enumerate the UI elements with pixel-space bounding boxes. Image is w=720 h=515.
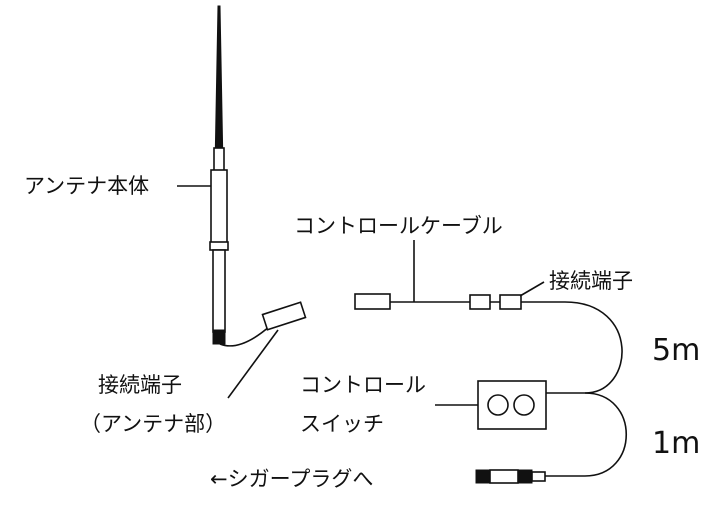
cigar-plug-label: ←シガープラグへ [210,467,373,491]
cigar-plug-end [531,471,546,482]
length-5m-label: 5m [652,333,700,368]
cable-1m [545,392,628,477]
antenna [177,5,229,345]
cigar-plug-body [489,469,519,484]
length-1m-label: 1m [652,426,700,461]
antenna-body-tube [210,169,228,247]
control-switch [435,380,585,430]
control-switch-label-line2: スイッチ [300,412,384,436]
antenna-connector [219,301,307,399]
switch-button-left [487,394,509,416]
control-cable-plug-left [354,293,391,310]
antenna-connector-leader [227,329,279,399]
control-cable-plug-middle [469,294,491,310]
antenna-whip [214,5,224,169]
control-cable-label: コントロールケーブル [294,214,503,238]
antenna-joint-upper [213,147,225,173]
connector-top-leader [519,281,545,297]
connector-antenna-label-line1: 接続端子 [98,373,182,397]
antenna-connector-box [261,301,307,331]
cigar-plug-band [517,469,533,484]
antenna-mast [212,249,226,333]
cable-5m [521,301,623,394]
antenna-joint-lower [209,241,229,251]
antenna-base [212,329,226,345]
switch-button-right [513,394,535,416]
cigar-plug [475,469,546,484]
control-cable [354,240,545,310]
connector-antenna-label-line2: （アンテナ部） [80,412,226,436]
antenna-body-label: アンテナ本体 [24,174,149,198]
control-cable-connector [499,294,522,310]
cigar-plug-tip [475,469,491,484]
antenna-lead-cable [219,325,271,347]
control-switch-label-line1: コントロール [300,373,426,397]
connector-top-label: 接続端子 [549,269,633,293]
